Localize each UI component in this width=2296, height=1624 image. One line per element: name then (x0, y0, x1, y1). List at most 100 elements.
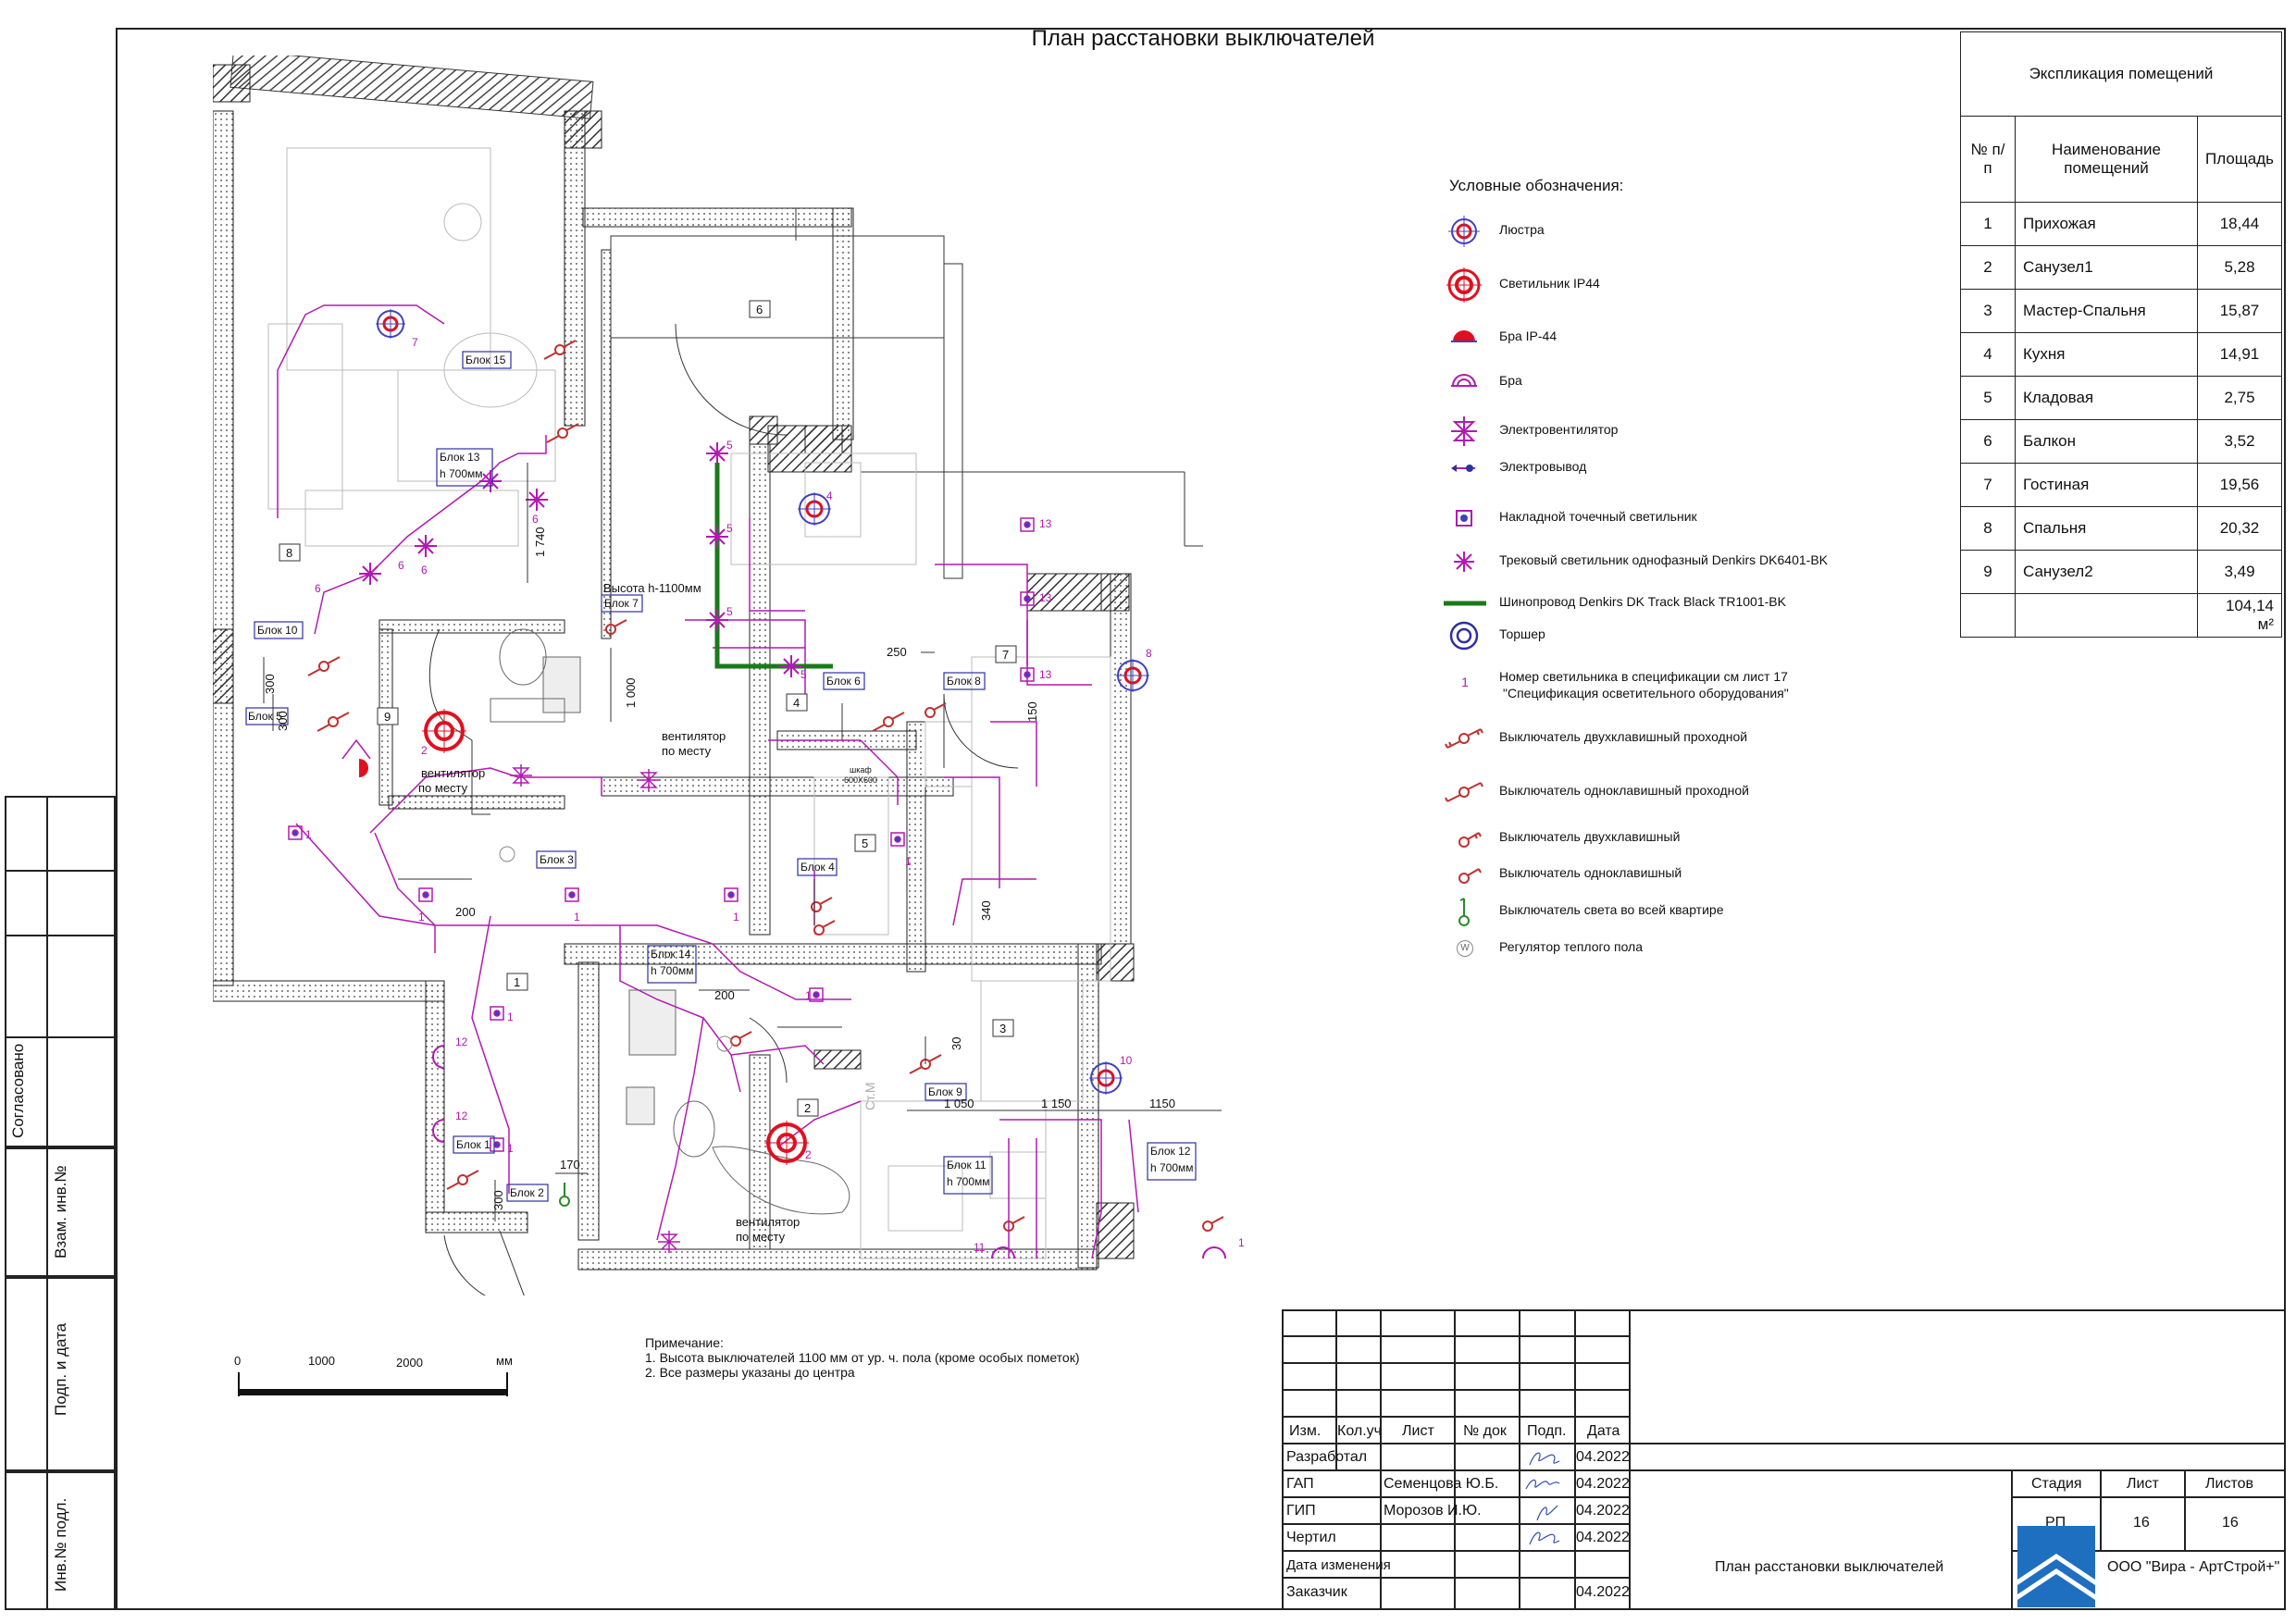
room-label: 4 (793, 696, 800, 710)
walls (213, 56, 1135, 1271)
scale-tick: 1000 (308, 1354, 335, 1368)
fixture-number: 1 (1238, 1236, 1245, 1249)
spot-icon (809, 987, 824, 1002)
single-pass-switch-icon (1445, 782, 1483, 802)
legend-item: Бра (1444, 364, 1962, 401)
legend-item: Люстра (1444, 213, 1962, 250)
approved-cell (5, 796, 116, 1147)
legend-item: Бра IP-44 (1444, 319, 1962, 356)
double-pass-switch-icon (316, 712, 350, 732)
block-label: Блок 7 (604, 597, 639, 610)
title-block: Изм. Кол.уч Лист № док Подп. Дата Разраб… (1282, 1309, 2286, 1610)
dimensions (263, 463, 1222, 1221)
sconce-icon (1451, 374, 1477, 387)
room-labels (279, 300, 1017, 1117)
floor-heat-glyph: W (1457, 940, 1473, 957)
block-label: Блок 4 (800, 861, 835, 874)
double-switch-icon (1458, 832, 1482, 848)
stamp-line (1629, 1309, 1631, 1610)
stamp-col: № док (1463, 1423, 1507, 1439)
fixture-number: 1 (905, 855, 912, 868)
room-number: 7 (1960, 463, 2016, 507)
vent-label: вентилятор (736, 1215, 800, 1229)
fixture-number: 6 (398, 559, 404, 572)
inv-orig-label: Инв.№ подл. (52, 1497, 69, 1592)
signature-icon (1529, 1531, 1560, 1545)
room-number: 9 (1960, 550, 2016, 594)
block-label: Блок 8 (947, 675, 981, 688)
lamp-ip44-icon (1446, 267, 1482, 303)
stamp-line (2184, 1469, 2186, 1550)
stamp-col: Кол.уч (1337, 1423, 1382, 1439)
stamp-line (1629, 1469, 2286, 1471)
side-strip-line (5, 1036, 116, 1038)
room-name: Спальня (2014, 506, 2198, 551)
dimension-label: 300 (491, 1190, 505, 1210)
company-logo-icon (2017, 1526, 2095, 1607)
legend-item: Выключатель света во всей квартире (1444, 893, 1962, 930)
master-switch-icon (559, 1183, 570, 1207)
legend-label: Бра IP-44 (1499, 329, 1558, 343)
room-area: 5,28 (2196, 245, 2283, 290)
track-lamp-icon (706, 442, 728, 465)
legend-label: Выключатель света во всей квартире (1499, 902, 1724, 917)
blocks (245, 351, 1197, 1202)
dimension-label: 1150 (1149, 1097, 1175, 1110)
room-number: 8 (1960, 506, 2016, 551)
stamp-role: Дата изменения (1286, 1557, 1391, 1573)
block-label: Блок 13 (440, 451, 480, 464)
block-label: h 700мм (440, 467, 483, 480)
fixture-number: 6 (532, 513, 539, 526)
spot-icon (1456, 510, 1472, 527)
stamp-date: 04.2022 (1576, 1584, 1630, 1600)
stamp-role: ГАП (1286, 1476, 1314, 1492)
side-strip-line (5, 935, 116, 936)
fixture-number: 2 (805, 1148, 812, 1161)
fixture-number: 4 (826, 490, 833, 502)
block-label: h 700мм (651, 964, 694, 977)
block-label: Блок 6 (826, 675, 861, 688)
single-pass-switch-icon (925, 702, 947, 718)
stamp-name: Морозов И.Ю. (1384, 1503, 1482, 1519)
spot-icon (565, 887, 579, 902)
block-label: h 700мм (1150, 1161, 1194, 1174)
room-name: Прихожая (2014, 202, 2198, 246)
fixture-number: 13 (1039, 517, 1052, 530)
fixture-number: 7 (412, 336, 418, 349)
legend-label: Накладной точечный светильник (1499, 509, 1697, 524)
sheets-header: Листов (2205, 1476, 2253, 1492)
spot-icon (490, 1137, 504, 1152)
dimension-label: 170 (560, 1158, 580, 1172)
legend-label: Люстра (1499, 222, 1545, 237)
room-area: 19,56 (2196, 463, 2283, 507)
room-label: 7 (1002, 648, 1009, 662)
block-label: Блок 12 (1150, 1145, 1191, 1158)
block-label: Блок 9 (928, 1085, 962, 1098)
single-switch-icon (730, 1031, 752, 1047)
stamp-line (1282, 1309, 1284, 1610)
drawing-name: План расстановки выключателей (1715, 1559, 1944, 1575)
fixture-number: 2 (421, 744, 428, 757)
spot-icon (490, 1006, 504, 1021)
stamp-date: 04.2022 (1576, 1503, 1630, 1519)
room-number: 1 (1960, 202, 2016, 246)
floor-heat-icon (499, 846, 733, 1052)
room-area: 14,91 (2196, 332, 2283, 377)
stamp-line (1282, 1443, 2286, 1444)
block-label: Блок 1 (456, 1138, 490, 1151)
block-label: Блок 10 (257, 624, 298, 637)
fan-icon (658, 1231, 680, 1253)
doors (443, 693, 1019, 1295)
stm-label: Ст.М (863, 1082, 877, 1110)
stamp-role: Разработал (1286, 1449, 1368, 1465)
dimension-label: 1 000 (624, 677, 638, 708)
spot-icon (418, 887, 433, 902)
vent-label: вентилятор (662, 729, 726, 743)
double-pass-switch-icon (1445, 728, 1483, 749)
room-name: Кухня (2014, 332, 2198, 377)
total-area: 104,14 м² (2196, 593, 2283, 638)
